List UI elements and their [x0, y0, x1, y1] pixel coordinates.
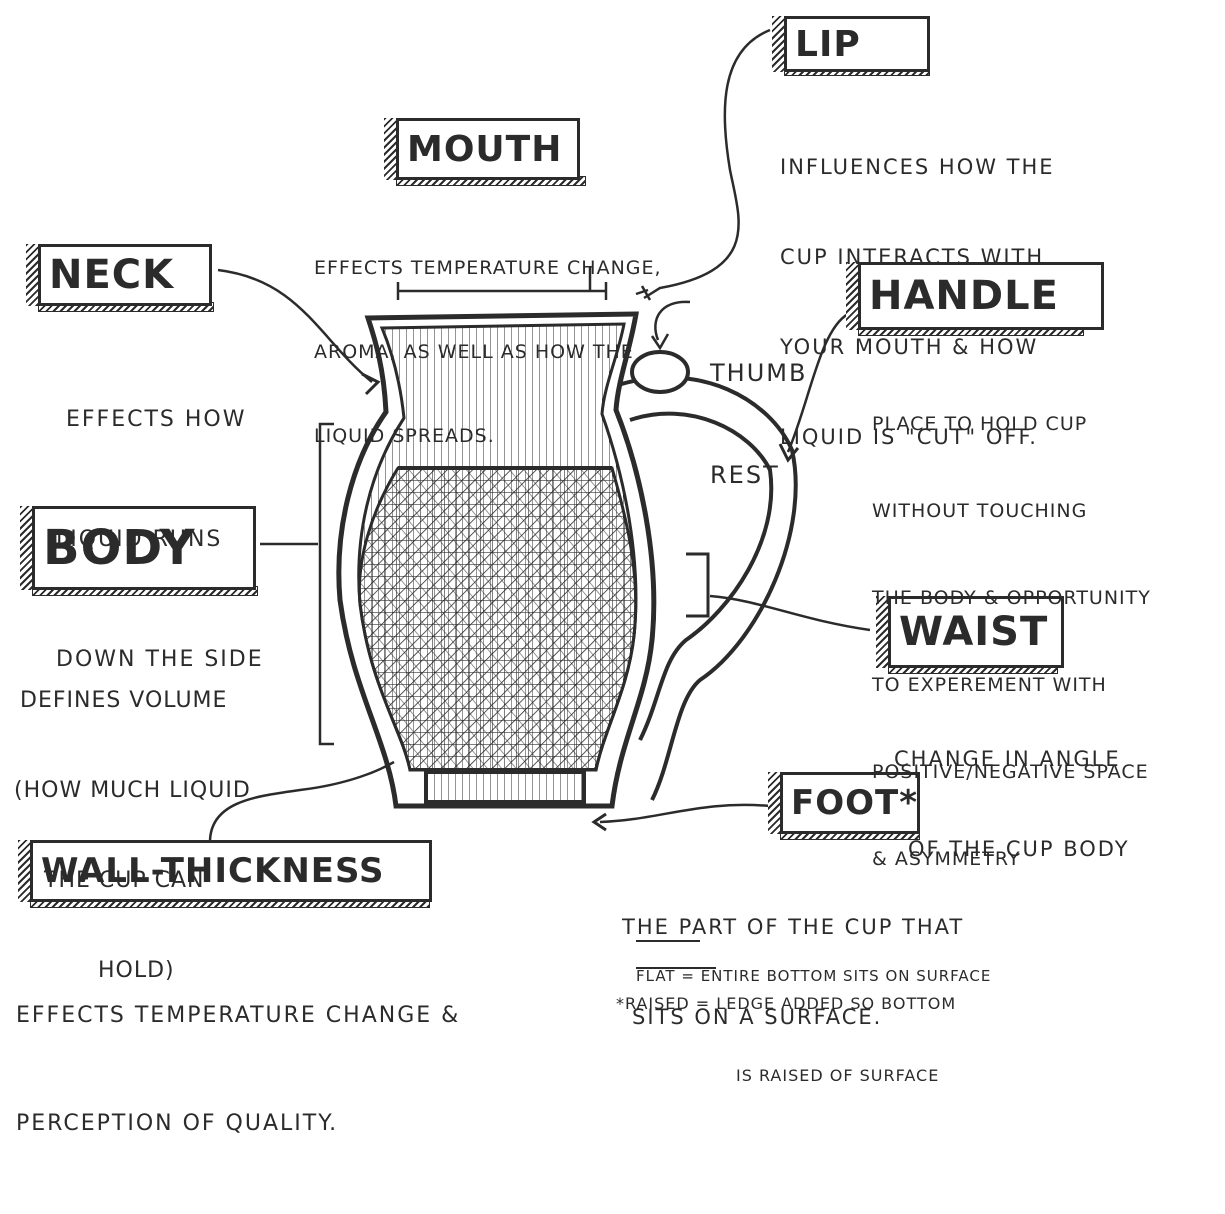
- foot-raised-line: IS RAISED OF SURFACE: [616, 1064, 956, 1088]
- wall-thickness-description: EFFECTS TEMPERATURE CHANGE & PERCEPTION …: [16, 926, 460, 1214]
- mouth-desc-line: EFFECTS TEMPERATURE CHANGE,: [314, 254, 662, 282]
- foot-raised-note: *RAISED = LEDGE ADDED SO BOTTOM IS RAISE…: [616, 944, 956, 1136]
- foot-raised-line: *RAISED = LEDGE ADDED SO BOTTOM: [616, 992, 956, 1016]
- neck-desc-line: EFFECTS HOW: [56, 400, 264, 440]
- wall-thickness-desc-line: EFFECTS TEMPERATURE CHANGE &: [16, 998, 460, 1034]
- lip-label-text: LIP: [795, 24, 861, 65]
- mouth-desc-line: AROMA, AS WELL AS HOW THE: [314, 338, 662, 366]
- body-desc-line: THE CUP CAN: [14, 866, 251, 896]
- cup-anatomy-diagram: LIP MOUTH NECK HANDLE BODY WAIST FOOT* W…: [0, 0, 1225, 999]
- handle-desc-line: WITHOUT TOUCHING: [872, 497, 1151, 526]
- handle-desc-line: THE BODY & OPPORTUNITY: [872, 584, 1151, 613]
- mouth-desc-line: LIQUID SPREADS.: [314, 422, 662, 450]
- body-desc-line: (HOW MUCH LIQUID: [14, 776, 251, 806]
- waist-desc-line: CHANGE IN ANGLE: [894, 744, 1130, 774]
- mouth-label-text: MOUTH: [407, 129, 562, 170]
- handle-desc-line: PLACE TO HOLD CUP: [872, 410, 1151, 439]
- mouth-label: MOUTH: [384, 118, 580, 180]
- wall-thickness-desc-line: PERCEPTION OF QUALITY.: [16, 1106, 460, 1142]
- body-desc-line: DEFINES VOLUME: [14, 686, 251, 716]
- mouth-description: EFFECTS TEMPERATURE CHANGE, AROMA, AS WE…: [314, 198, 662, 506]
- neck-label: NECK: [26, 244, 212, 306]
- neck-label-text: NECK: [49, 252, 174, 298]
- cup-foot: [426, 772, 584, 802]
- lip-desc-line: INFLUENCES HOW THE: [780, 152, 1055, 182]
- lip-desc-line: CUP INTERACTS WITH: [780, 242, 1055, 272]
- neck-desc-line: LIQUID RUNS: [56, 520, 264, 560]
- lip-label: LIP: [772, 16, 930, 72]
